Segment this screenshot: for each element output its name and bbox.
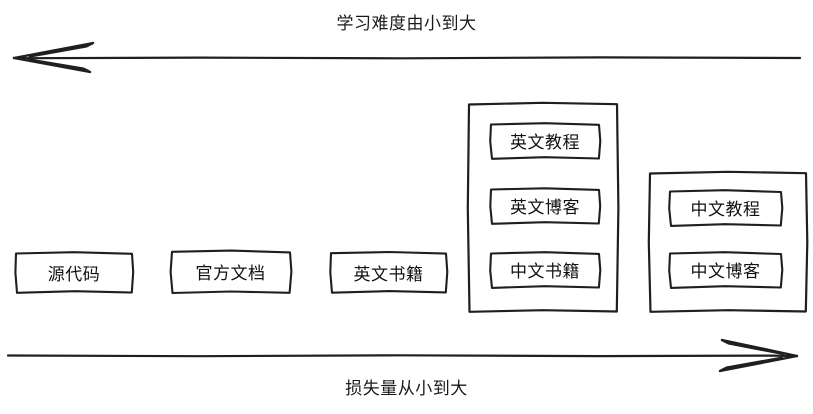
node-english-blogs-box [489,187,602,225]
node-chinese-blogs-box [668,251,784,289]
node-chinese-blogs[interactable] [669,252,783,288]
node-english-tutorials[interactable] [490,123,601,159]
top-axis-label: 学习难度由小到大 [336,14,477,34]
node-english-books[interactable] [330,252,448,293]
node-english-tutorials-box [489,122,602,160]
node-chinese-tutorials[interactable] [669,190,783,226]
node-official-docs-box [169,249,293,295]
node-english-books-box [329,250,449,294]
node-english-blogs[interactable] [490,188,601,224]
node-official-docs[interactable] [170,250,292,293]
bottom-axis-label: 损失量从小到大 [345,379,468,399]
node-chinese-books[interactable] [490,252,601,288]
node-source-code-box [14,251,135,294]
loss-axis-arrow [6,338,799,373]
node-chinese-books-box [489,251,602,289]
node-source-code[interactable] [15,252,134,293]
node-chinese-tutorials-box [668,189,784,227]
difficulty-axis-arrow [12,41,802,74]
